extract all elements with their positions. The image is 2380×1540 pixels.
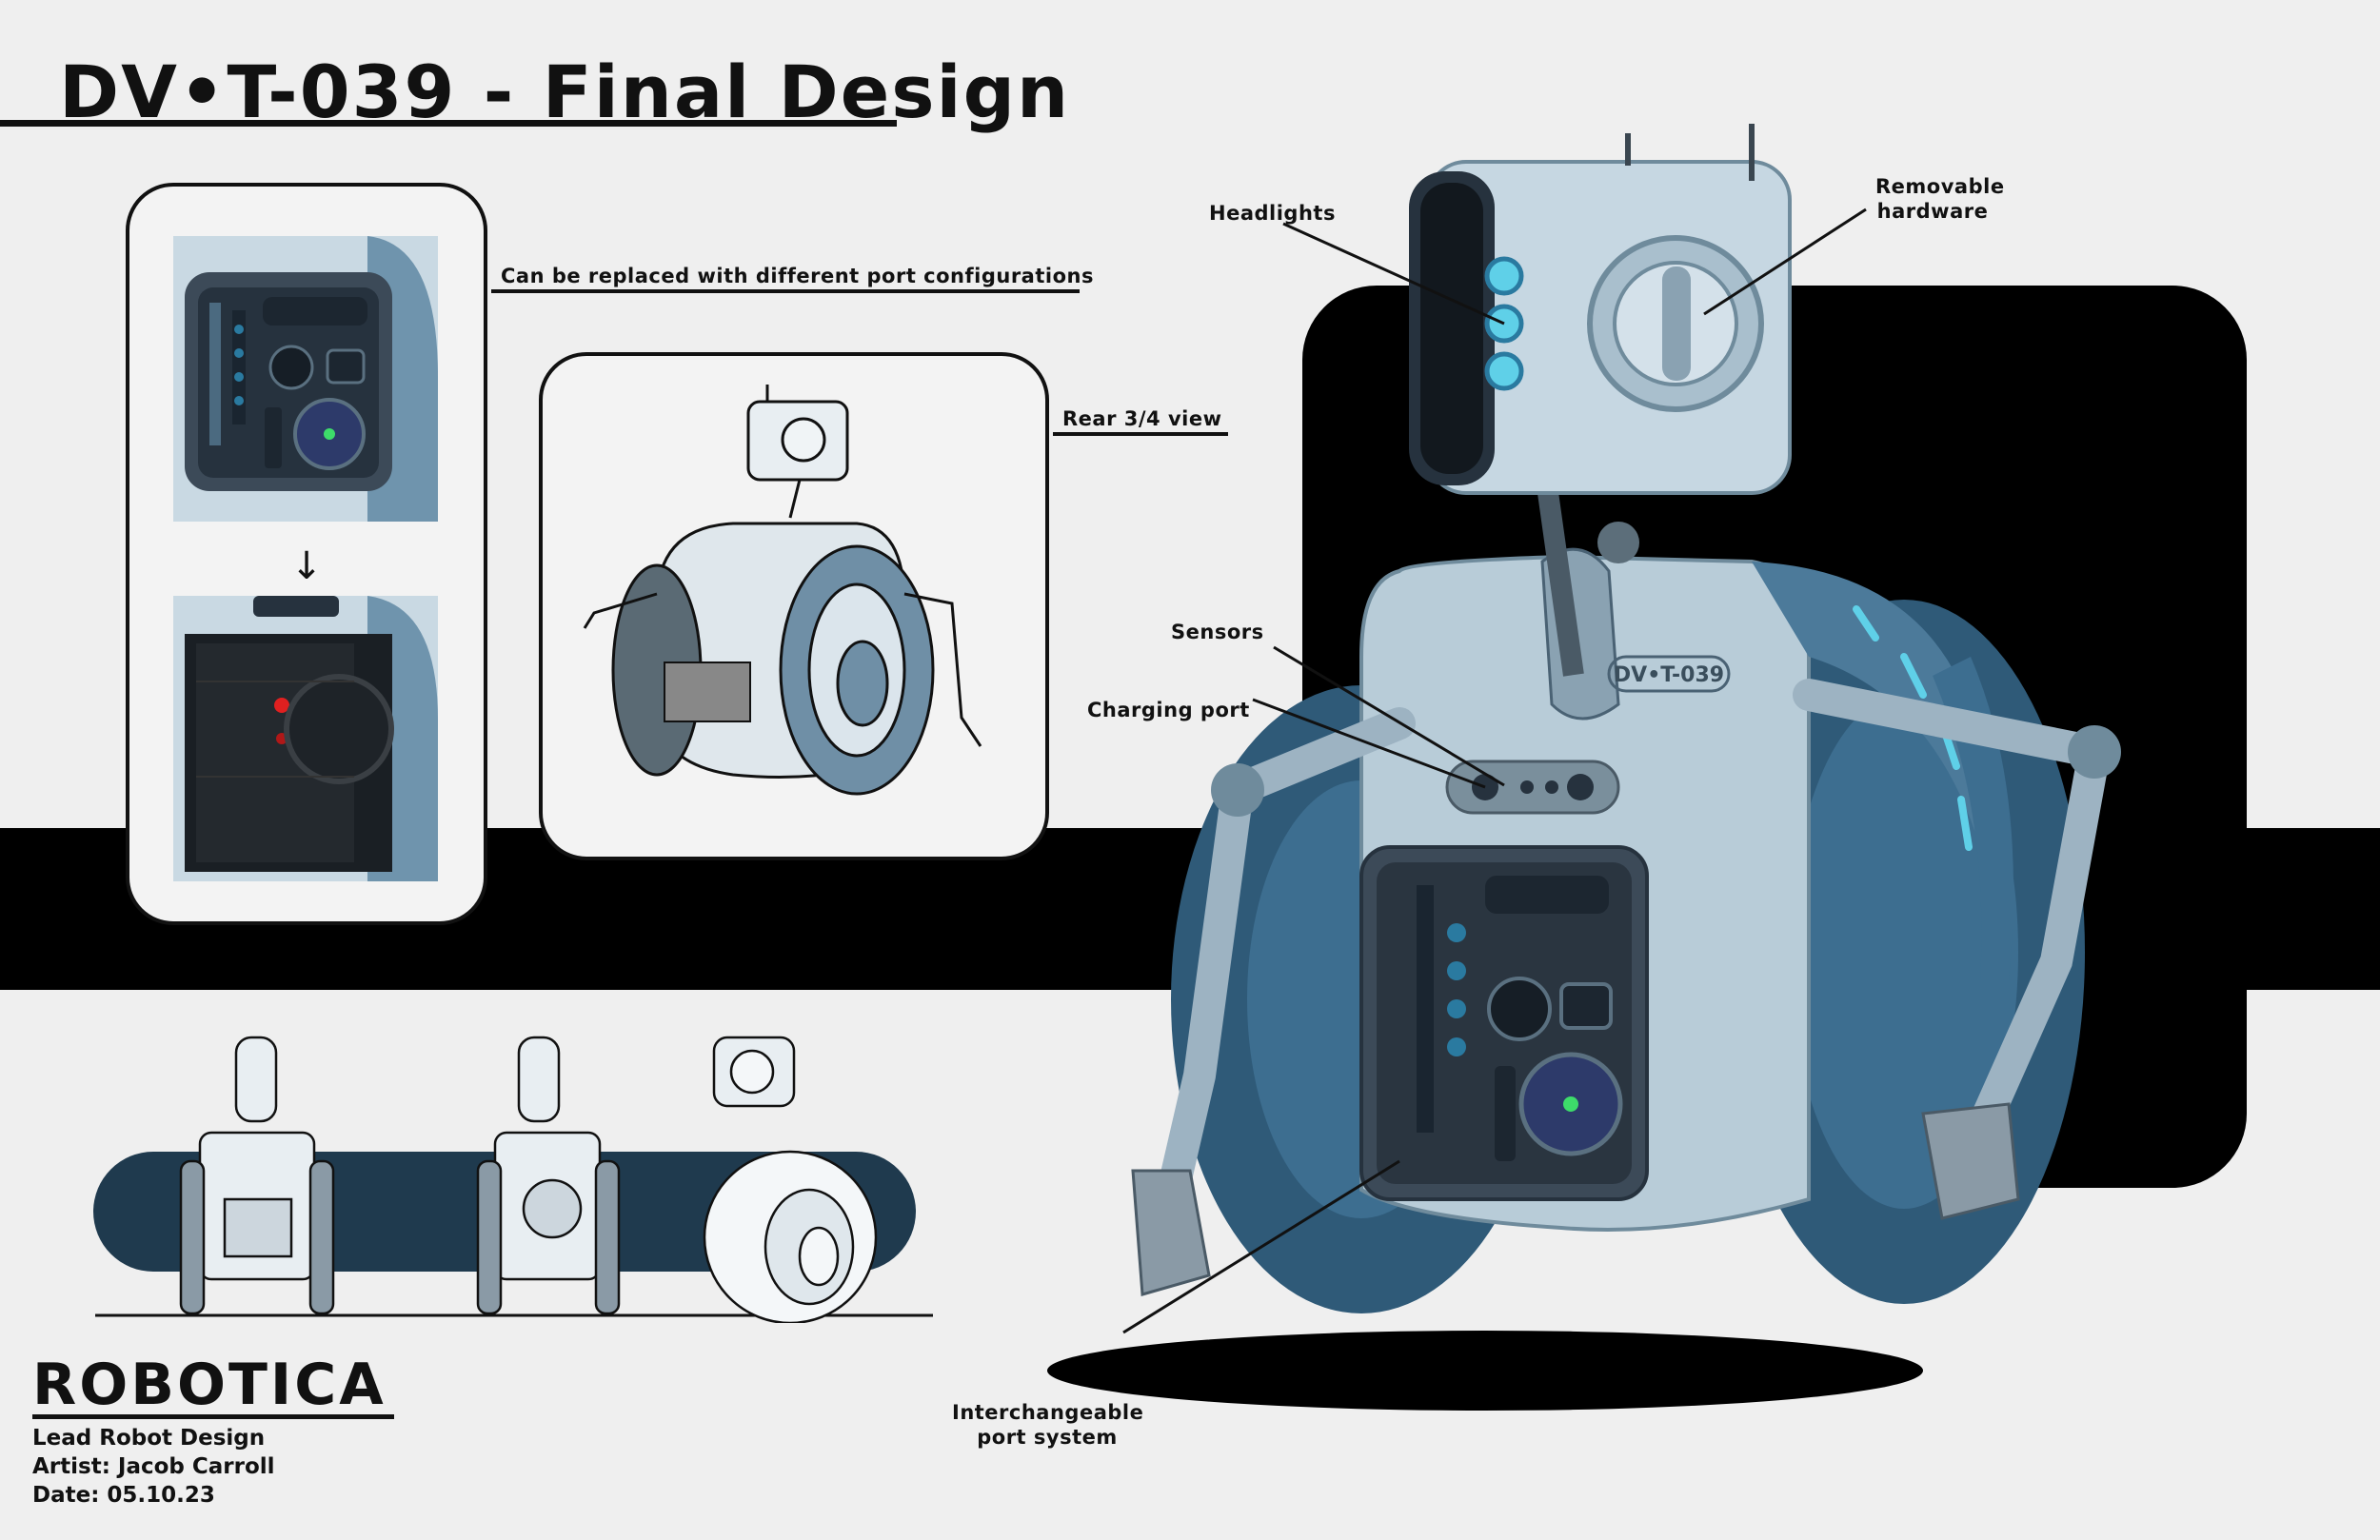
credits-artist: Artist: Jacob Carroll	[32, 1454, 275, 1479]
brand-underline	[32, 1414, 394, 1419]
headlights-callout: Headlights	[1209, 202, 1336, 225]
red-led-icon	[274, 698, 289, 713]
title-underline	[0, 120, 897, 127]
rear-view-frame	[539, 352, 1049, 860]
green-led-icon	[324, 428, 335, 440]
port-detail-illustration: ↓	[173, 236, 438, 881]
interchangeable-port-callout-line1: Interchangeable	[952, 1401, 1144, 1424]
rear-view-callout-rule	[1053, 432, 1228, 436]
port-config-callout-rule	[491, 289, 1080, 293]
removable-hardware-callout-line2: hardware	[1876, 200, 1989, 223]
turnaround-illustration	[93, 1036, 933, 1323]
body-model-label: DV•T-039	[1614, 663, 1724, 687]
credits-date: Date: 05.10.23	[32, 1483, 215, 1508]
credits-role: Lead Robot Design	[32, 1426, 266, 1451]
brand-wordmark: ROBOTICA	[32, 1352, 387, 1418]
port-detail-frame: ↓	[126, 183, 487, 925]
port-config-callout: Can be replaced with different port conf…	[501, 265, 1094, 287]
rear-view-callout: Rear 3/4 view	[1062, 407, 1222, 430]
sensors-callout: Sensors	[1171, 621, 1264, 643]
hero-robot-illustration: DV•T-039	[1047, 124, 2121, 1411]
rear-view-illustration	[583, 385, 982, 796]
charging-port-callout: Charging port	[1087, 699, 1250, 721]
interchangeable-port-callout-line2: port system	[977, 1426, 1118, 1449]
removable-hardware-callout-line1: Removable	[1875, 175, 2005, 198]
down-arrow-icon: ↓	[290, 544, 323, 588]
